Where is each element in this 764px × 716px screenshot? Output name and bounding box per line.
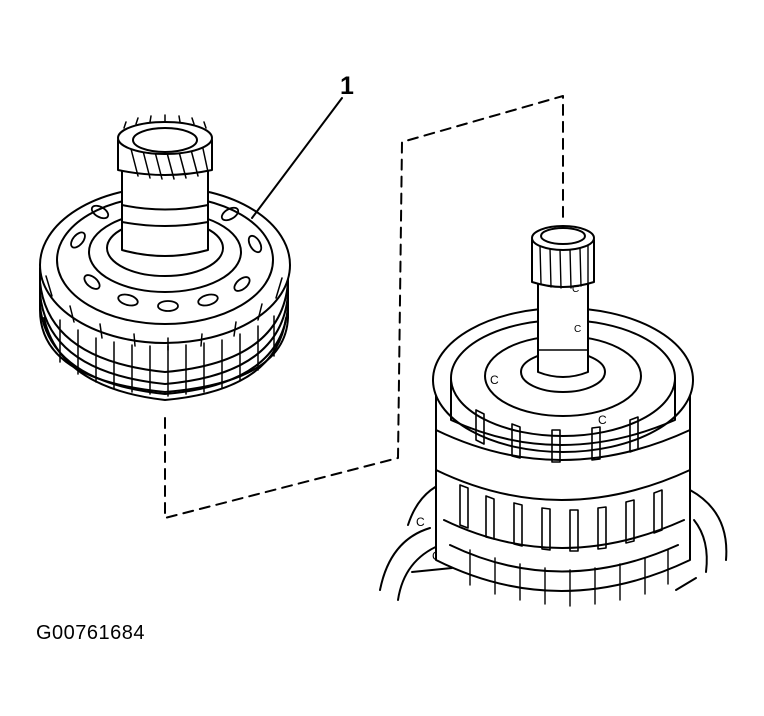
svg-text:C: C (574, 324, 581, 335)
svg-text:C: C (598, 413, 607, 427)
svg-text:C: C (416, 515, 425, 529)
transmission-housing-assembly: C C (379, 225, 728, 607)
clutch-hub-assembly (39, 114, 291, 401)
callout-leader-line (251, 97, 343, 219)
figure-id-label: G00761684 (36, 622, 146, 644)
input-shaft (117, 114, 213, 257)
svg-text:C: C (490, 373, 499, 387)
callout-label-1: 1 (340, 72, 354, 100)
svg-text:C: C (572, 284, 579, 295)
piston-housing: C C (432, 307, 694, 463)
clutch-housing-disc (39, 186, 291, 351)
alignment-dashed-lines (164, 95, 564, 519)
output-shaft: C C (531, 225, 595, 378)
